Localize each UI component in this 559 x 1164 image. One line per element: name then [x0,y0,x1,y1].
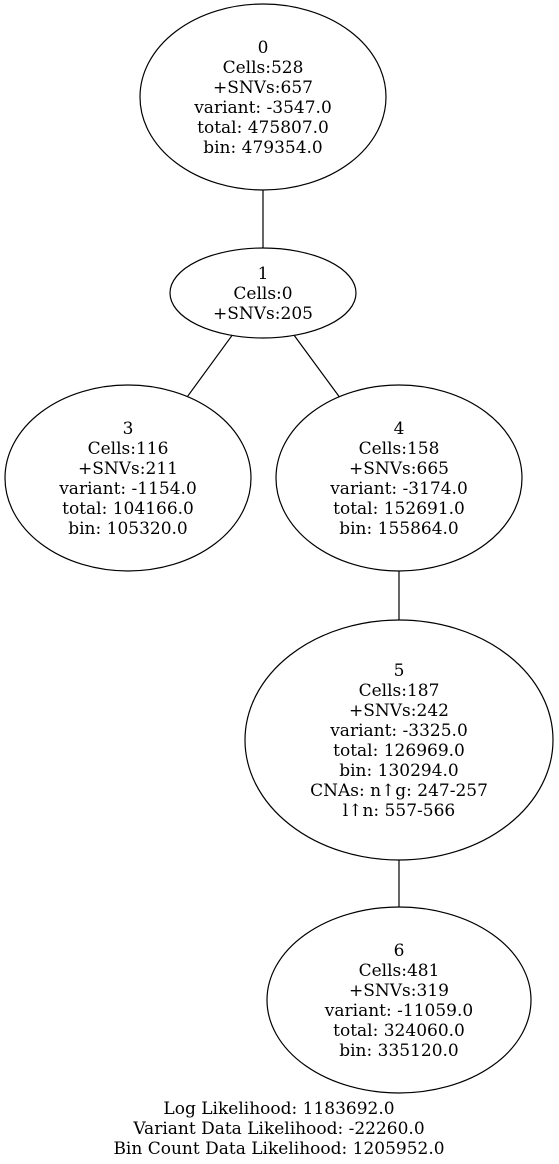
node-stat-line: Cells:528 [223,58,304,78]
node-stat-line: variant: -3325.0 [329,721,468,741]
node-ellipse [139,3,387,191]
variant-data-likelihood: Variant Data Likelihood: -22260.0 [132,1119,424,1139]
node-stat-line: total: 475807.0 [197,118,329,138]
node-id-label: 4 [394,419,405,439]
node-stat-line: total: 324060.0 [333,1021,465,1041]
node-stat-line: Cells:116 [88,439,169,459]
node-stat-line: Cells:0 [233,284,292,304]
node-stat-line: bin: 130294.0 [339,761,459,781]
node-stat-line: +SNVs:211 [78,459,178,479]
node-stat-line: bin: 155864.0 [339,519,459,539]
node-stat-line: total: 104166.0 [62,499,194,519]
node-stat-line: +SNVs:657 [213,78,313,98]
node-stat-line: variant: -3174.0 [329,479,468,499]
node-stat-line: +SNVs:665 [349,459,449,479]
node-stat-line: +SNVs:205 [213,304,313,324]
likelihood-summary: Log Likelihood: 1183692.0 Variant Data L… [113,1099,444,1159]
node-id-label: 3 [123,419,134,439]
node-id-label: 6 [394,941,405,961]
node-stat-line: CNAs: n↑g: 247-257 [310,781,488,801]
tree-edge-1-3 [186,335,233,397]
node-stat-line: Cells:187 [359,681,440,701]
node-stat-line: variant: -11059.0 [324,1001,473,1021]
tree-edges [186,190,400,907]
node-ellipse [275,384,523,572]
node-id-label: 0 [258,38,269,58]
log-likelihood: Log Likelihood: 1183692.0 [163,1099,394,1119]
node-stat-line: total: 152691.0 [333,499,465,519]
node-stat-line: total: 126969.0 [333,741,465,761]
bin-count-data-likelihood: Bin Count Data Likelihood: 1205952.0 [113,1139,444,1159]
node-ellipse [244,619,554,861]
node-stat-line: bin: 479354.0 [203,138,323,158]
node-ellipse [266,906,532,1094]
node-stat-line: bin: 335120.0 [339,1041,459,1061]
node-stat-line: +SNVs:319 [349,981,449,1001]
tree-edge-1-4 [293,335,340,398]
node-stat-line: bin: 105320.0 [68,519,188,539]
node-stat-line: l↑n: 557-566 [343,801,455,821]
node-id-label: 1 [258,264,269,284]
node-stat-line: +SNVs:242 [349,701,449,721]
node-id-label: 5 [394,661,405,681]
node-ellipse [169,247,357,339]
node-stat-line: variant: -3547.0 [193,98,332,118]
node-stat-line: Cells:158 [359,439,440,459]
node-ellipse [4,384,252,572]
node-stat-line: Cells:481 [359,961,440,981]
node-stat-line: variant: -1154.0 [58,479,197,499]
